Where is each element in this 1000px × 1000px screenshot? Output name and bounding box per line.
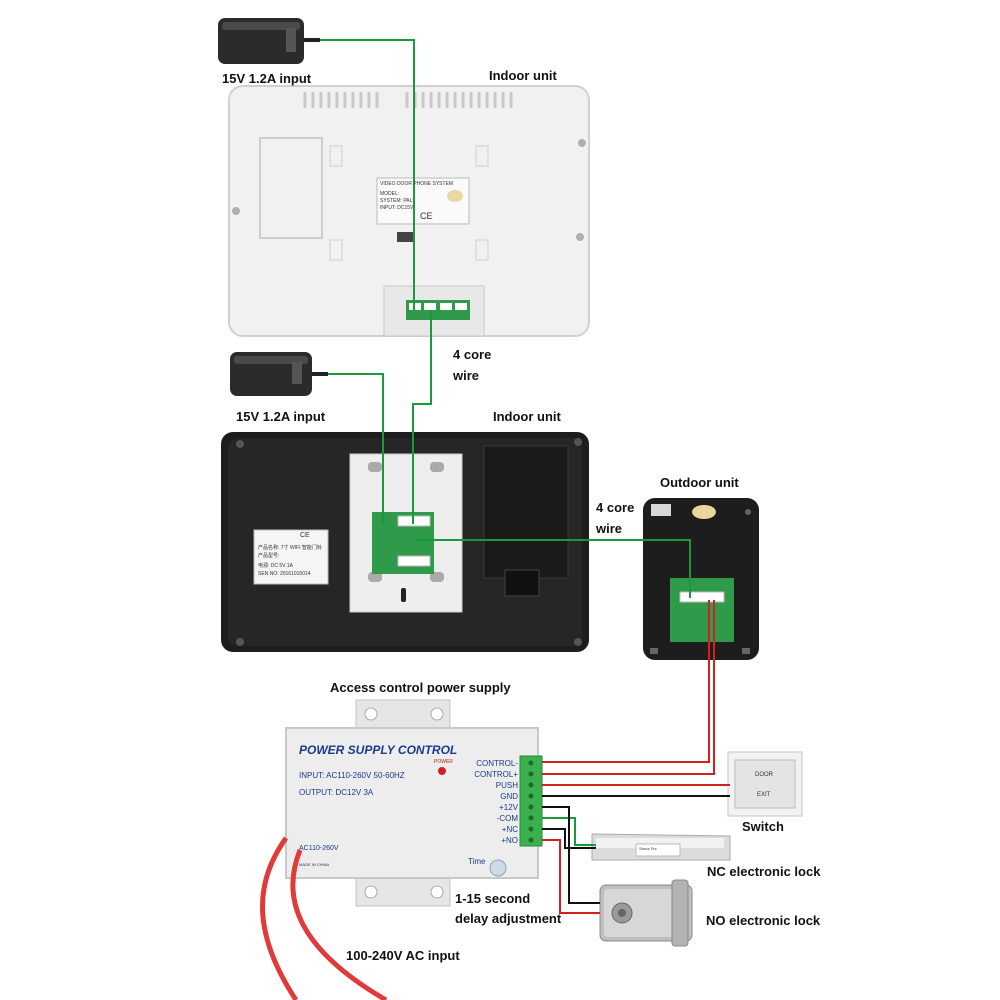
indoor-1-sticker-marks: CE — [420, 211, 433, 221]
wire-1-label-line1: 4 core — [453, 347, 492, 362]
power-box-time-label: Time — [468, 857, 486, 866]
power-box-ac-label: AC110-260V — [299, 845, 339, 852]
indoor-1-sticker-title: VIDEO DOOR PHONE SYSTEM — [380, 181, 454, 187]
terminal-label: CONTROL+ — [474, 770, 518, 779]
power-box-output: OUTPUT: DC12V 3A — [299, 788, 374, 797]
wires — [260, 39, 730, 1000]
delay-label-line2: delay adjustment — [455, 911, 562, 926]
power-supply-box — [285, 699, 543, 907]
top-adapter-input-label: 15V 1.2A input — [222, 71, 312, 86]
indoor-2-sticker-marks: CE — [300, 532, 310, 539]
terminal-label: +12V — [499, 803, 518, 812]
ac-input-label: 100-240V AC input — [346, 948, 460, 963]
mid-adapter-input-label: 15V 1.2A input — [236, 409, 326, 424]
nc-lock — [591, 833, 731, 861]
indoor-unit-black — [221, 432, 589, 652]
wire-2-label-line1: 4 core — [596, 500, 635, 515]
terminal-label: +NO — [501, 836, 518, 845]
terminal-label: -COM — [496, 814, 518, 823]
indoor-2-sticker-line3: 电源: DC 5V 1A — [258, 563, 294, 569]
exit-switch — [727, 751, 803, 817]
terminal-label: GND — [500, 792, 518, 801]
indoor-1-sticker-row1: MODEL: — [380, 191, 400, 197]
indoor-unit-white — [228, 85, 590, 337]
wire-2-label-line2: wire — [596, 521, 623, 536]
outdoor-unit-label: Outdoor unit — [660, 475, 739, 490]
indoor-unit-2-label: Indoor unit — [493, 409, 561, 424]
terminal-label: CONTROL- — [476, 759, 518, 768]
terminal-label: PUSH — [495, 781, 518, 790]
nc-lock-plate: Sirrus Tec — [639, 846, 657, 851]
indoor-2-sticker-line4: SEN NO: 20161015014 — [258, 571, 311, 577]
no-lock-label: NO electronic lock — [706, 913, 821, 928]
indoor-1-sticker-row3: INPUT: DC15V — [380, 205, 414, 211]
access-power-supply-label: Access control power supply — [330, 680, 511, 695]
terminal-labels: CONTROL- CONTROL+ PUSH GND +12V -COM +NC… — [462, 758, 518, 846]
indoor-2-sticker-line2: 产品型号: — [258, 553, 280, 559]
middle-power-adapter — [230, 352, 328, 396]
power-led-label: POWER — [434, 759, 453, 765]
power-box-made-in: MADE IN CHINA — [299, 862, 330, 867]
power-box-title: POWER SUPPLY CONTROL — [299, 743, 458, 757]
wire-1-label-line2: wire — [453, 368, 480, 383]
indoor-2-sticker-line1: 产品名称: 7寸 WIFI 智能门铃 — [258, 545, 322, 551]
exit-switch-line2: EXIT — [757, 792, 771, 798]
power-box-input: INPUT: AC110-260V 50-60HZ — [299, 771, 405, 780]
top-power-adapter — [218, 18, 320, 64]
terminal-label: +NC — [501, 825, 518, 834]
nc-lock-label: NC electronic lock — [707, 864, 821, 879]
no-lock — [599, 879, 693, 947]
switch-label: Switch — [742, 819, 784, 834]
outdoor-unit — [643, 498, 759, 660]
indoor-unit-1-label: Indoor unit — [489, 68, 557, 83]
exit-switch-line1: DOOR — [755, 772, 773, 778]
delay-label-line1: 1-15 second — [455, 891, 531, 906]
indoor-1-sticker-row2: SYSTEM: PAL — [380, 198, 413, 204]
